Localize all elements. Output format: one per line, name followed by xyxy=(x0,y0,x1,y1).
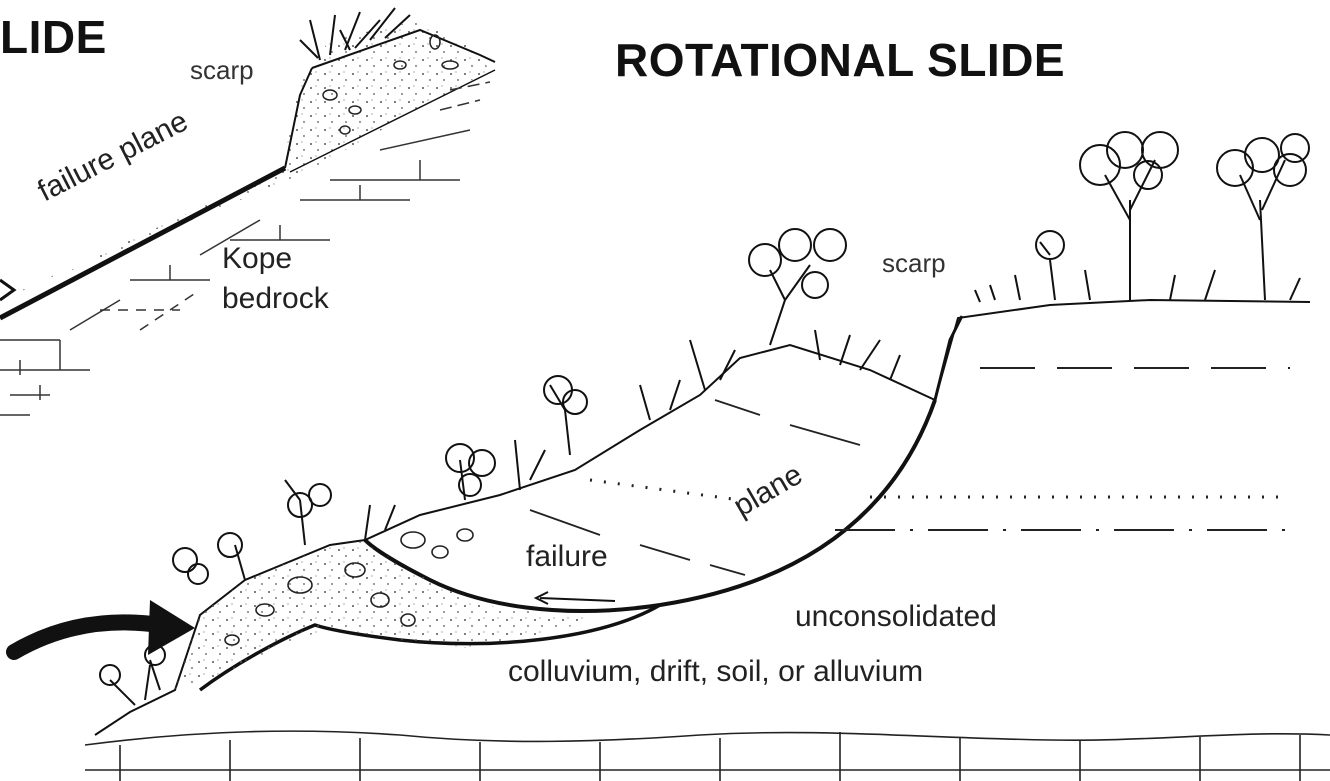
label-kope: Kope xyxy=(222,242,292,276)
label-materials: colluvium, drift, soil, or alluvium xyxy=(508,655,923,689)
label-scarp-right: scarp xyxy=(882,248,946,279)
undisturbed-strata xyxy=(835,368,1290,530)
title-translational-slide: LIDE xyxy=(0,10,107,64)
bottom-bedrock xyxy=(85,731,1330,781)
failure-plane-curve xyxy=(365,400,935,611)
trees-upland xyxy=(975,132,1309,302)
label-unconsolidated: unconsolidated xyxy=(795,600,997,634)
movement-arrow-right xyxy=(14,622,160,652)
vegetation-slide-block xyxy=(446,229,900,500)
movement-arrowhead xyxy=(148,600,195,655)
slip-direction-arrow xyxy=(536,592,615,604)
title-rotational-slide: ROTATIONAL SLIDE xyxy=(615,33,1065,87)
label-scarp-left: scarp xyxy=(190,55,254,86)
label-bedrock: bedrock xyxy=(222,282,329,316)
scarp-face-right xyxy=(935,316,962,400)
label-failure-right: failure xyxy=(526,540,608,574)
